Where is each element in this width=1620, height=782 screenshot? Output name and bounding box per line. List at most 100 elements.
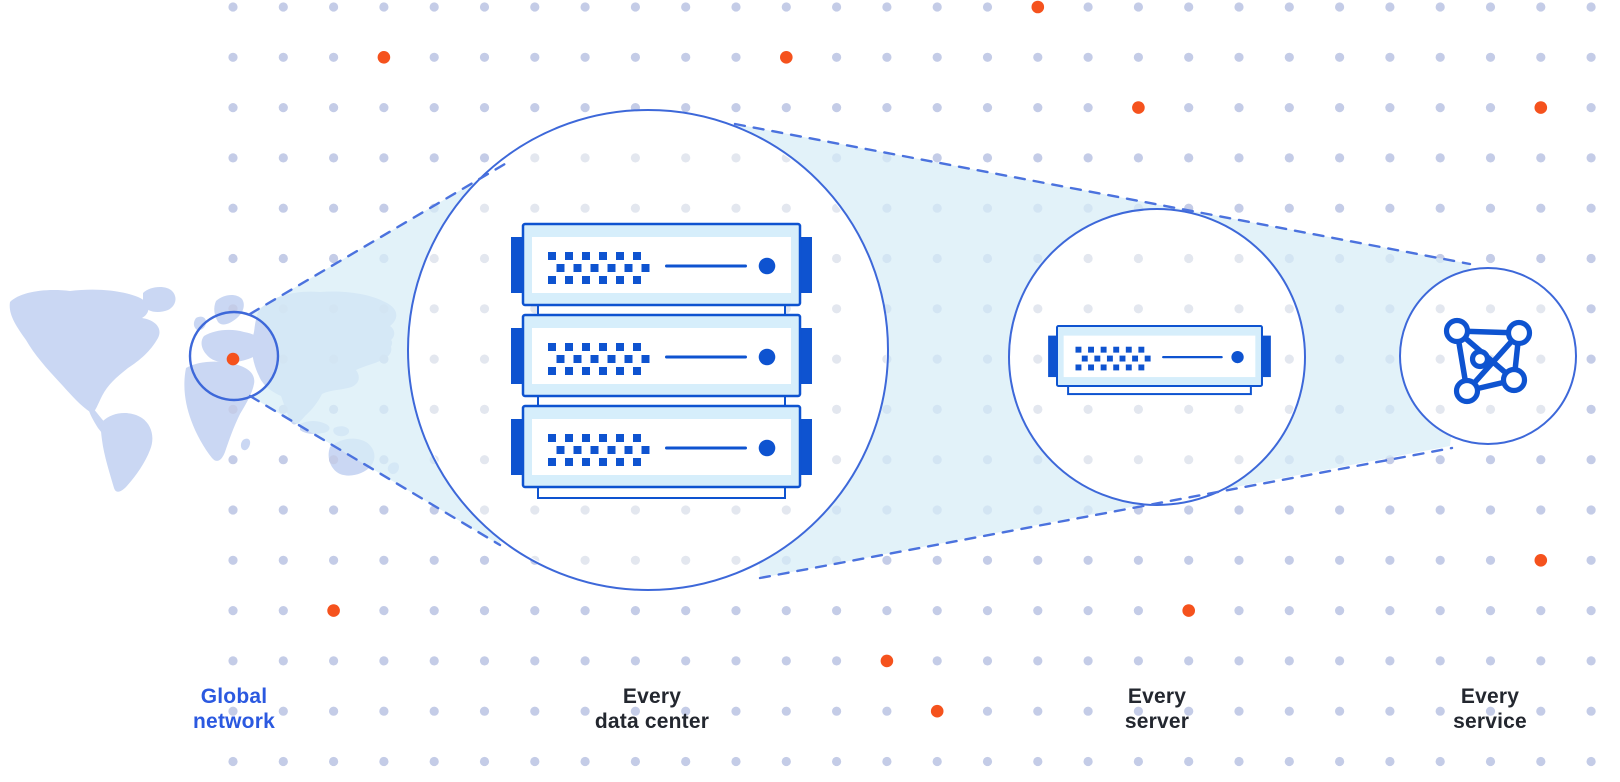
grid-dot: [832, 756, 842, 767]
grid-dot: [228, 756, 238, 767]
label-line: data center: [594, 710, 710, 733]
grid-dot: [882, 706, 892, 716]
accent-dot: [780, 51, 793, 64]
grid-dot: [731, 103, 741, 113]
grid-dot: [1536, 52, 1546, 62]
grid-dot: [1033, 153, 1043, 163]
grid-dot: [329, 656, 339, 666]
grid-dot: [1586, 153, 1596, 163]
grid-dot: [429, 103, 439, 113]
grid-dot: [580, 606, 590, 616]
grid-dot: [1083, 706, 1093, 716]
grid-dot: [1234, 203, 1244, 213]
grid-dot: [1536, 455, 1546, 465]
grid-dot: [1385, 706, 1395, 716]
grid-dot: [832, 2, 842, 12]
label-every-server: Every server: [1037, 684, 1277, 734]
grid-dot: [731, 2, 741, 12]
grid-dot: [1485, 52, 1496, 62]
grid-dot: [479, 2, 490, 12]
grid-dot: [1435, 455, 1445, 465]
grid-dot: [1033, 706, 1043, 716]
grid-dot: [982, 153, 993, 163]
grid-dot: [278, 656, 288, 666]
grid-dot: [1435, 103, 1445, 113]
rack-handle-right: [1260, 335, 1271, 378]
grid-dot: [1536, 253, 1546, 264]
grid-dot: [681, 756, 691, 767]
grid-dot: [1335, 756, 1345, 767]
grid-dot: [1586, 505, 1596, 515]
grid-dot: [278, 253, 288, 264]
accent-dot: [1182, 604, 1195, 617]
grid-dot: [329, 555, 339, 565]
grid-dot: [1284, 706, 1294, 716]
grid-dot: [1435, 706, 1445, 716]
grid-dot: [982, 606, 993, 616]
grid-dot: [1284, 103, 1294, 113]
grid-dot: [228, 606, 238, 616]
grid-dot: [1284, 756, 1294, 767]
grid-dot: [329, 253, 339, 264]
grid-dot: [278, 505, 288, 515]
grid-dot: [1385, 555, 1395, 565]
grid-dot: [681, 706, 691, 716]
grid-dot: [329, 103, 339, 113]
grid-dot: [329, 756, 339, 767]
grid-dot: [379, 153, 389, 163]
server-base-strip: [1067, 384, 1252, 396]
grid-dot: [278, 203, 288, 213]
grid-dot: [1184, 555, 1194, 565]
server-status-line: [1162, 355, 1223, 359]
grid-dot: [1485, 203, 1496, 213]
grid-dot: [530, 103, 540, 113]
grid-dot: [278, 103, 288, 113]
grid-dot: [1184, 52, 1194, 62]
grid-dot: [1435, 606, 1445, 616]
grid-dot: [1184, 706, 1194, 716]
rack-handle-left: [1048, 335, 1059, 378]
grid-dot: [1485, 706, 1496, 716]
grid-dot: [1536, 756, 1546, 767]
grid-dot: [1234, 505, 1244, 515]
grid-dot: [1586, 304, 1596, 314]
grid-dot: [1033, 606, 1043, 616]
server-panel: [532, 237, 791, 293]
grid-dot: [1234, 555, 1244, 565]
grid-dot: [1536, 706, 1546, 716]
grid-dot: [932, 555, 942, 565]
grid-dot: [379, 706, 389, 716]
rack-handle-left: [511, 419, 525, 475]
faded-dots-service-circle: [1435, 304, 1546, 414]
grid-dot: [1133, 2, 1143, 12]
accent-dot: [1132, 101, 1145, 114]
grid-dot: [1033, 756, 1043, 767]
grid-dot: [1033, 656, 1043, 666]
grid-dot: [832, 606, 842, 616]
grid-dot: [1385, 203, 1395, 213]
grid-dot: [882, 103, 892, 113]
grid-dot: [1435, 656, 1445, 666]
grid-dot: [1083, 2, 1093, 12]
grid-dot: [982, 52, 993, 62]
grid-dot: [1234, 756, 1244, 767]
grid-dot: [1284, 656, 1294, 666]
grid-dot: [429, 52, 439, 62]
grid-dot: [1234, 2, 1244, 12]
grid-dot: [379, 2, 389, 12]
server-rack-icon: [511, 222, 812, 499]
accent-dot: [377, 51, 391, 64]
server-panel: [532, 328, 791, 384]
grid-dot: [932, 52, 942, 62]
grid-dot: [1385, 656, 1395, 666]
server-status-line: [665, 446, 747, 450]
grid-dot: [1133, 756, 1143, 767]
grid-dot: [429, 656, 439, 666]
grid-dot: [882, 52, 892, 62]
mesh-node: [1469, 348, 1491, 370]
grid-dot: [1435, 555, 1445, 565]
grid-dot: [329, 2, 339, 12]
grid-dot: [228, 103, 238, 113]
server-panel: [1063, 335, 1256, 378]
